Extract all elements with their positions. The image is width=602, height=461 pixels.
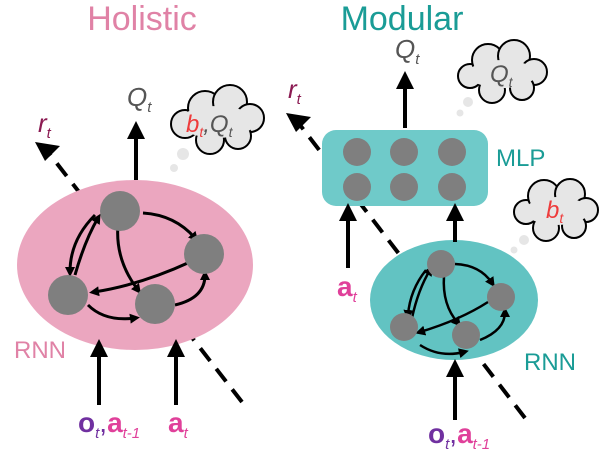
modular-rnn-label: RNN: [524, 349, 576, 376]
modular-title: Modular: [341, 0, 464, 38]
holistic-title: Holistic: [87, 0, 197, 38]
holistic-node: [184, 234, 224, 274]
holistic-node: [48, 275, 88, 315]
modular-a-label: at: [337, 271, 358, 306]
holistic-panel: Holistic rt Qt: [14, 0, 265, 442]
holistic-rnn-label: RNN: [14, 337, 66, 364]
holistic-input-a-label: at: [168, 407, 189, 442]
modular-input-o-label: ot,at-1: [428, 418, 490, 453]
modular-thought-cloud-b: bt: [510, 178, 599, 254]
modular-mlp-units: [343, 138, 466, 201]
holistic-node: [135, 284, 175, 324]
modular-q-label: Qt: [395, 34, 420, 68]
mlp-unit: [390, 138, 418, 166]
modular-thought-q-text: Qt: [490, 61, 514, 90]
holistic-thought-cloud: bt,Qt: [170, 84, 265, 172]
modular-r-label: rt: [288, 74, 302, 108]
mlp-unit: [438, 173, 466, 201]
modular-recurrent-connections: [403, 262, 510, 359]
modular-mlp-label: MLP: [496, 145, 545, 172]
mlp-unit: [343, 138, 371, 166]
modular-rnn-node: [487, 283, 515, 311]
holistic-input-o-label: ot,at-1: [78, 407, 140, 442]
holistic-r-label: rt: [38, 108, 52, 142]
mlp-unit: [343, 173, 371, 201]
holistic-r-arrowhead: [35, 142, 60, 161]
holistic-q-label: Qt: [127, 82, 152, 116]
holistic-node: [100, 191, 140, 231]
holistic-thought-text: bt,Qt: [186, 111, 234, 140]
modular-r-arrowhead: [286, 113, 311, 132]
modular-thought-cloud-q: Qt: [456, 39, 548, 117]
modular-rnn-node: [427, 250, 455, 278]
modular-rnn-node: [390, 313, 418, 341]
modular-thought-b-text: bt: [546, 197, 564, 226]
modular-panel: Modular MLP Qt rt: [286, 0, 599, 453]
holistic-recurrent-connections: [65, 211, 210, 324]
mlp-unit: [390, 173, 418, 201]
modular-rnn-node: [452, 321, 480, 349]
mlp-unit: [438, 138, 466, 166]
